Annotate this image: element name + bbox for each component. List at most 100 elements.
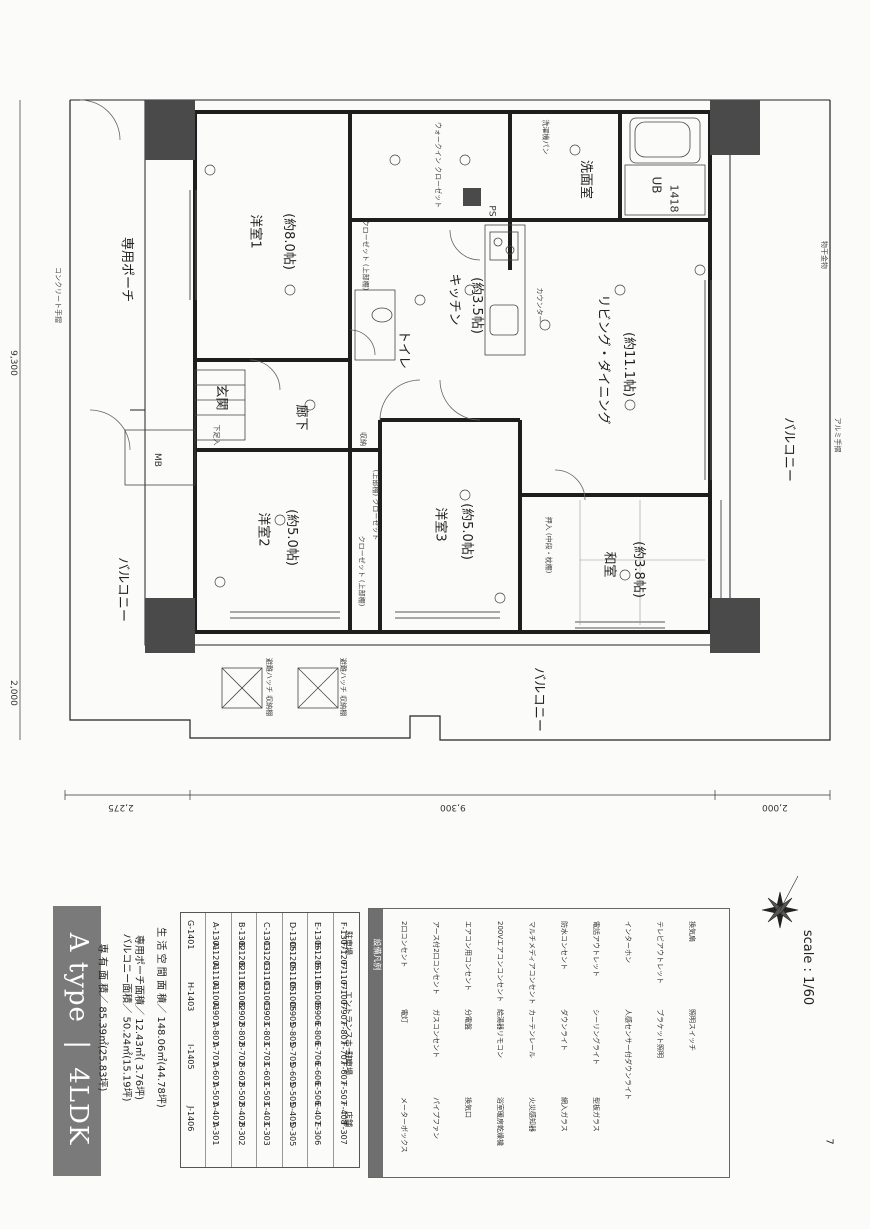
unit-cell: F-507 [338, 1082, 348, 1105]
unit-cell: B-1202 [236, 942, 246, 971]
legend-item: 型板ガラス [592, 1097, 600, 1132]
room-storage-label: 収納 [359, 432, 367, 446]
area-value: 148.06㎡(44.78坪) [154, 1016, 166, 1108]
unit-footer: 駐車場 [344, 931, 353, 955]
unit-column-line [256, 913, 258, 1167]
area-row-2: 専用ポーチ面積／ 12.43㎡( 3.76坪) [133, 935, 148, 1100]
unit-cell: D-1105 [287, 962, 297, 992]
dim-bottom-right: 2,000 [762, 802, 788, 812]
legend-item: マルチメディアコンセント [528, 921, 536, 1005]
room-closet3-label: クローゼット (上部棚) [357, 535, 366, 607]
unit-cell: C-1003 [262, 982, 272, 1011]
unit-column-line [230, 913, 232, 1167]
unit-cell: C-1303 [262, 922, 272, 951]
type-layout: 4LDK [63, 1067, 93, 1146]
unit-cell: B-1102 [236, 962, 246, 991]
unit-cell: C-303 [262, 1122, 272, 1146]
legend-item: 2口コンセント [400, 921, 408, 968]
unit-cell: B-302 [236, 1122, 246, 1146]
unit-cell: B-1302 [236, 922, 246, 951]
room-living-size: (約11.1帖) [621, 331, 637, 398]
unit-cell: A-801 [211, 1022, 221, 1046]
area-label: バルコニー面積／ [120, 933, 132, 1014]
legend-item: 電灯 [400, 1009, 408, 1023]
legend-item: エアコン用コンセント [464, 921, 472, 991]
unit-cell: A-301 [211, 1122, 221, 1146]
legend-item: テレビアウトレット [656, 921, 664, 984]
unit-cell: D-1005 [287, 982, 297, 1012]
legend-item: 200Vエアコンコンセント [496, 921, 504, 1003]
legend-item: 電話アウトレット [592, 921, 600, 977]
room-corridor-label: 廊下 [293, 404, 309, 431]
legend-item: メーターボックス [400, 1097, 408, 1153]
unit-cell: B-1002 [236, 982, 246, 1011]
page-number: 7 [823, 1138, 835, 1145]
area-value: 12.43㎡( 3.76坪) [133, 1018, 145, 1101]
legend-item: アース付2口コンセント [432, 921, 440, 995]
room-closet2-label: (上部棚) クローゼット [371, 469, 380, 541]
unit-footer: 店舗 [344, 1111, 353, 1127]
legend-item: 換気口 [464, 1097, 472, 1118]
room-western2-label: 洋室2 [255, 512, 271, 547]
unit-cell: D-605 [287, 1062, 297, 1087]
type-title: A type | 4LDK [63, 904, 93, 1174]
area-label: 生 活 空 間 面 積／ [154, 927, 166, 1014]
scale-label: scale : 1/60 [800, 929, 816, 1006]
area-row-0: 専 有 面 積／ 85.39㎡(25.83坪) [96, 944, 111, 1092]
unit-cell: E-407 [313, 1102, 323, 1126]
dim-bottom-mid: 9,300 [440, 802, 466, 812]
unit-cell: B-502 [236, 1082, 246, 1106]
unit-cell: B-802 [236, 1022, 246, 1046]
unit-cell: B-702 [236, 1042, 246, 1066]
room-toilet-label: トイレ [396, 329, 412, 370]
legend-header [369, 909, 383, 1177]
stairs-note-label: 物干金物 [820, 241, 828, 269]
dim-bottom-left: 2,275 [108, 802, 134, 812]
unit-footer: エントランスホール [344, 991, 353, 1063]
legend-item: ガスコンセント [432, 1009, 440, 1058]
room-closet-label: クローゼット (上部棚) [361, 219, 370, 291]
unit-cell: A-901 [211, 1002, 221, 1026]
area-value: 50.24㎡(15.19坪) [120, 1016, 132, 1102]
balcony-right-label: バルコニー [780, 417, 796, 482]
unit-cell: C-403 [262, 1102, 272, 1126]
room-living-label: リビング・ダイニング [595, 294, 611, 425]
legend-item: パイプファン [432, 1097, 440, 1139]
unit-cell: A-1201 [211, 942, 221, 971]
room-kitchen-size: (約3.5帖) [468, 277, 484, 334]
private-porch-label: 専用ポーチ [119, 236, 135, 303]
unit-cell: C-903 [262, 1002, 272, 1026]
unit-cell: D-705 [287, 1042, 297, 1067]
room-washroom-label: 洗面室 [578, 159, 594, 200]
unit-cell: E-1006 [313, 982, 323, 1011]
legend-item: シーリングライト [592, 1009, 600, 1065]
unit-cell: E-1306 [313, 922, 323, 951]
legend-item: 換気扇 [688, 921, 696, 942]
unit-header: G-1401 [186, 920, 195, 950]
unit-cell: D-805 [287, 1022, 297, 1047]
unit-cell: E-1206 [313, 942, 323, 971]
legend-item: 分電盤 [464, 1009, 472, 1030]
hatch2-label: 避難ハッチ 収納棚 [339, 657, 348, 717]
room-western1-label: 洋室1 [247, 214, 263, 249]
unit-cell: B-402 [236, 1102, 246, 1126]
room-ps-label: PS [486, 205, 497, 217]
room-western3-label: 洋室3 [432, 507, 448, 542]
area-row-3: 生 活 空 間 面 積／ 148.06㎡(44.78坪) [155, 927, 170, 1108]
unit-cell: D-505 [287, 1082, 297, 1107]
room-japanese-size: (約3.8帖) [630, 541, 646, 598]
legend-title: 設備凡例 [372, 938, 382, 971]
unit-cell: A-401 [211, 1102, 221, 1126]
legend-item: 浴室暖房乾燥機 [496, 1097, 504, 1146]
unit-cell: E-506 [313, 1082, 323, 1106]
unit-cell: E-906 [313, 1002, 323, 1026]
unit-cell: C-803 [262, 1022, 272, 1046]
unit-cell: E-306 [313, 1122, 323, 1146]
unit-cell: F-1107 [338, 962, 348, 990]
unit-cell: D-1305 [287, 922, 297, 952]
unit-cell: C-1103 [262, 962, 272, 991]
area-label: 専用ポーチ面積／ [133, 934, 145, 1015]
legend-item: 給湯器リモコン [496, 1009, 504, 1058]
room-kitchen-label: キッチン [446, 273, 462, 326]
